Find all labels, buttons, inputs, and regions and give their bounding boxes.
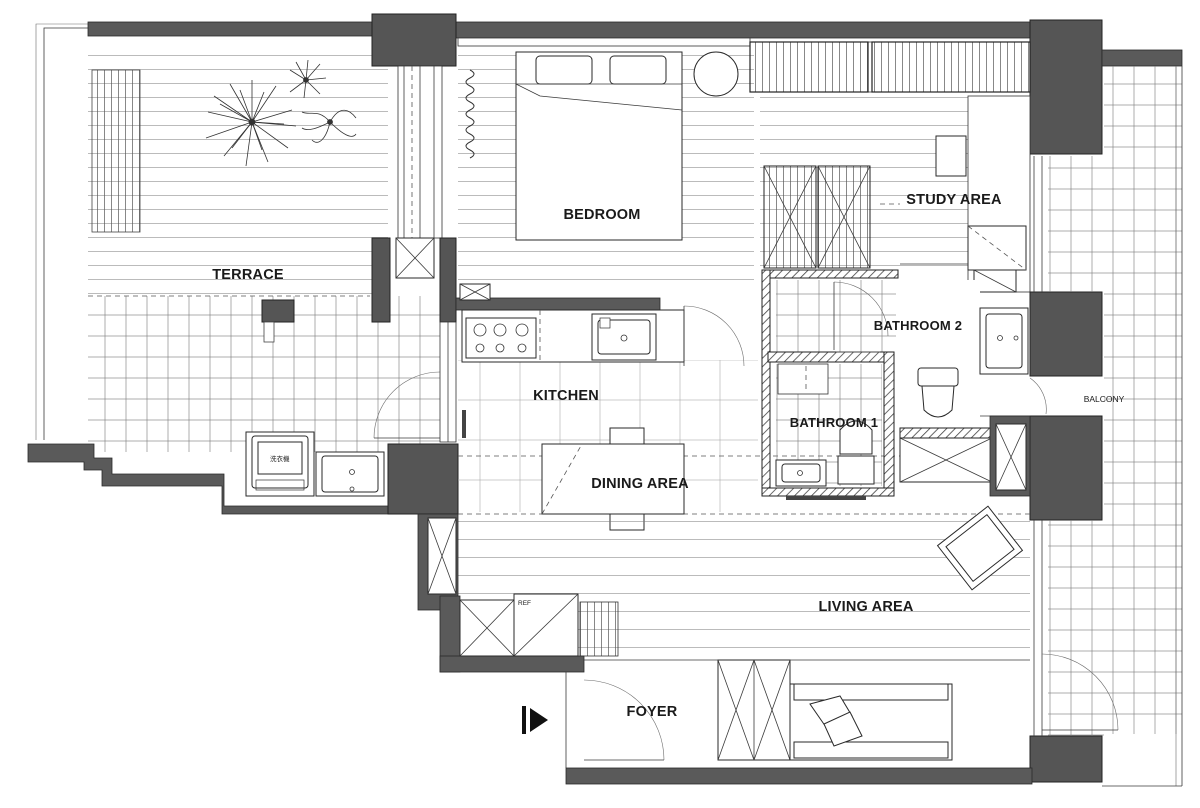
sliding-door-bedroom bbox=[397, 65, 443, 239]
kitchen-area bbox=[455, 283, 758, 460]
terrace-area: 洗衣機 bbox=[35, 23, 441, 497]
room-label-living: LIVING AREA bbox=[818, 599, 913, 615]
bathroom-2 bbox=[761, 263, 1047, 497]
wardrobe-top bbox=[749, 41, 1031, 93]
toilet-bath1 bbox=[837, 420, 875, 485]
utility-sink bbox=[315, 451, 385, 497]
room-label-bathroom-1: BATHROOM 1 bbox=[790, 415, 878, 430]
room-label-kitchen: KITCHEN bbox=[533, 388, 599, 404]
bed bbox=[515, 51, 683, 241]
room-label-bedroom: BEDROOM bbox=[563, 207, 640, 223]
washer-label: 洗衣機 bbox=[270, 454, 290, 463]
room-label-bathroom-2: BATHROOM 2 bbox=[874, 318, 962, 333]
dining-area bbox=[458, 427, 1030, 531]
plant-icon bbox=[205, 59, 357, 167]
room-label-dining: DINING AREA bbox=[591, 476, 689, 492]
toilet-bath2 bbox=[917, 367, 959, 418]
balcony-area bbox=[1033, 66, 1183, 786]
fridge-label: REF bbox=[518, 600, 531, 607]
room-label-balcony: BALCONY bbox=[1084, 394, 1125, 404]
bedroom-area bbox=[457, 37, 754, 280]
armchair bbox=[936, 505, 1024, 591]
study-area bbox=[760, 95, 1031, 293]
bathroom-1 bbox=[761, 351, 895, 500]
living-area: REF bbox=[417, 505, 1030, 673]
stove bbox=[465, 317, 537, 359]
washing-machine: 洗衣機 bbox=[245, 431, 315, 497]
room-label-terrace: TERRACE bbox=[212, 267, 284, 283]
sofa bbox=[789, 683, 953, 761]
room-label-study: STUDY AREA bbox=[906, 192, 1002, 208]
play-triangle-icon bbox=[522, 706, 548, 734]
foyer-area bbox=[565, 659, 1030, 768]
room-label-foyer: FOYER bbox=[627, 704, 678, 720]
kitchen-sink bbox=[591, 313, 657, 361]
